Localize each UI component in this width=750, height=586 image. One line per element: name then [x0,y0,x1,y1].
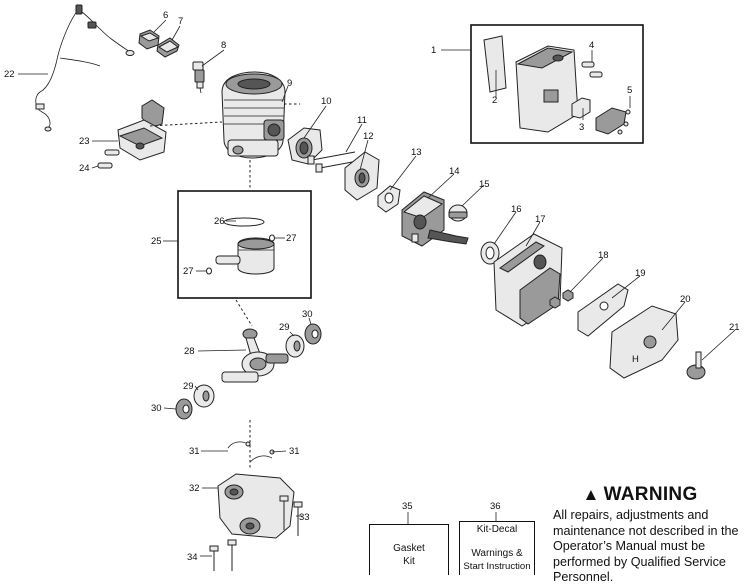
warning-text: All repairs, adjustments and maintenance… [553,508,739,584]
intake-boot [287,127,323,165]
piston-pin [215,255,241,265]
screws-24 [97,149,120,169]
callout-5: 5 [627,85,632,96]
seal-30-lower [175,398,193,420]
nuts-18 [549,289,574,309]
piston-kit-box [177,190,312,299]
primer-bulb [448,204,468,222]
bearing-29-upper [285,334,305,358]
crankshaft [221,328,289,383]
callout-32: 32 [189,483,200,494]
bearing-29-lower [193,384,215,408]
callout-30a: 30 [302,309,313,320]
spark-plug [192,61,205,94]
air-filter-housing [493,233,563,327]
callout-26: 26 [214,216,225,227]
screws-33 [279,495,303,536]
warning-title: WARNING [603,484,698,505]
gasket-13 [377,185,401,213]
callout-20: 20 [680,294,691,305]
gasket-kit-line2: Kit [403,556,415,567]
callout-10: 10 [321,96,332,107]
part-6 [138,29,160,50]
carburetor-adaptor [344,151,380,201]
decal-kit-line1: Kit-Decal [476,524,518,535]
callout-4: 4 [589,40,594,51]
muffler-bolts-4 [581,61,603,78]
piston-ring [223,217,265,227]
callout-22: 22 [4,69,15,80]
callout-25: 25 [151,236,162,247]
muffler-heat-shield [483,35,507,93]
callout-11: 11 [357,115,367,126]
callout-27b: 27 [183,266,194,277]
svg-text:H: H [632,354,639,365]
part-7 [156,37,180,58]
screws-34 [209,539,237,571]
callout-3: 3 [579,122,584,133]
callout-18: 18 [598,250,609,261]
callout-16: 16 [511,204,522,215]
muffler-gasket [571,97,591,119]
piston-clips [206,234,275,275]
leader-lines [18,19,736,557]
callout-29b: 29 [183,381,194,392]
callout-13: 13 [411,147,422,158]
air-filter-cover: H [609,305,679,379]
callout-7: 7 [178,16,183,27]
part-16 [480,241,500,265]
gasket-kit-line1: Gasket [393,543,425,554]
callout-24: 24 [79,163,90,174]
callout-17: 17 [535,214,546,225]
callout-12: 12 [363,131,374,142]
callout-29a: 29 [279,322,290,333]
alignment-lines [149,103,300,470]
piston [237,237,275,275]
decal-kit-line2: Warnings & [471,548,523,559]
carburetor [401,191,469,247]
callout-21: 21 [729,322,740,333]
decal-kit-line3: Start Instruction [463,561,531,572]
callout-34: 34 [187,552,198,563]
callout-33: 33 [299,512,310,523]
decal-kit-box: Kit-Decal Warnings & Start Instruction [459,521,535,575]
callout-27a: 27 [286,233,297,244]
air-filter [577,283,629,337]
gasket-kit-box: Gasket Kit [369,524,449,575]
cylinder [221,71,286,159]
cover-knob [686,351,706,380]
ignition-lead [35,4,135,132]
callout-2: 2 [492,95,497,106]
exploded-parts-diagram: H [4,4,740,571]
callout-1: 1 [431,45,436,56]
callout-9: 9 [287,78,292,89]
muffler-body [515,45,579,133]
callout-23: 23 [79,136,90,147]
seal-30-upper [304,323,322,345]
muffler-assembly-box [470,24,644,144]
callout-8: 8 [221,40,226,51]
callout-15: 15 [479,179,490,190]
callout-31b: 31 [289,446,300,457]
muffler-plate [595,107,631,135]
warning-notice: ▲WARNING All repairs, adjustments and ma… [553,484,750,586]
crankcase [217,473,295,539]
callout-36: 36 [490,501,501,512]
callout-19: 19 [635,268,646,279]
clips-31 [227,441,275,463]
callout-28: 28 [184,346,195,357]
ignition-module [117,99,167,161]
callout-35: 35 [402,501,413,512]
warning-triangle-icon: ▲ [582,485,600,504]
callout-6: 6 [163,10,168,21]
callout-30b: 30 [151,403,162,414]
callout-14: 14 [449,166,460,177]
callout-numbers: 1 2 3 4 5 6 7 8 9 10 11 12 13 14 15 16 1… [4,10,740,563]
warning-heading: ▲WARNING [527,484,750,506]
callout-31a: 31 [189,446,200,457]
